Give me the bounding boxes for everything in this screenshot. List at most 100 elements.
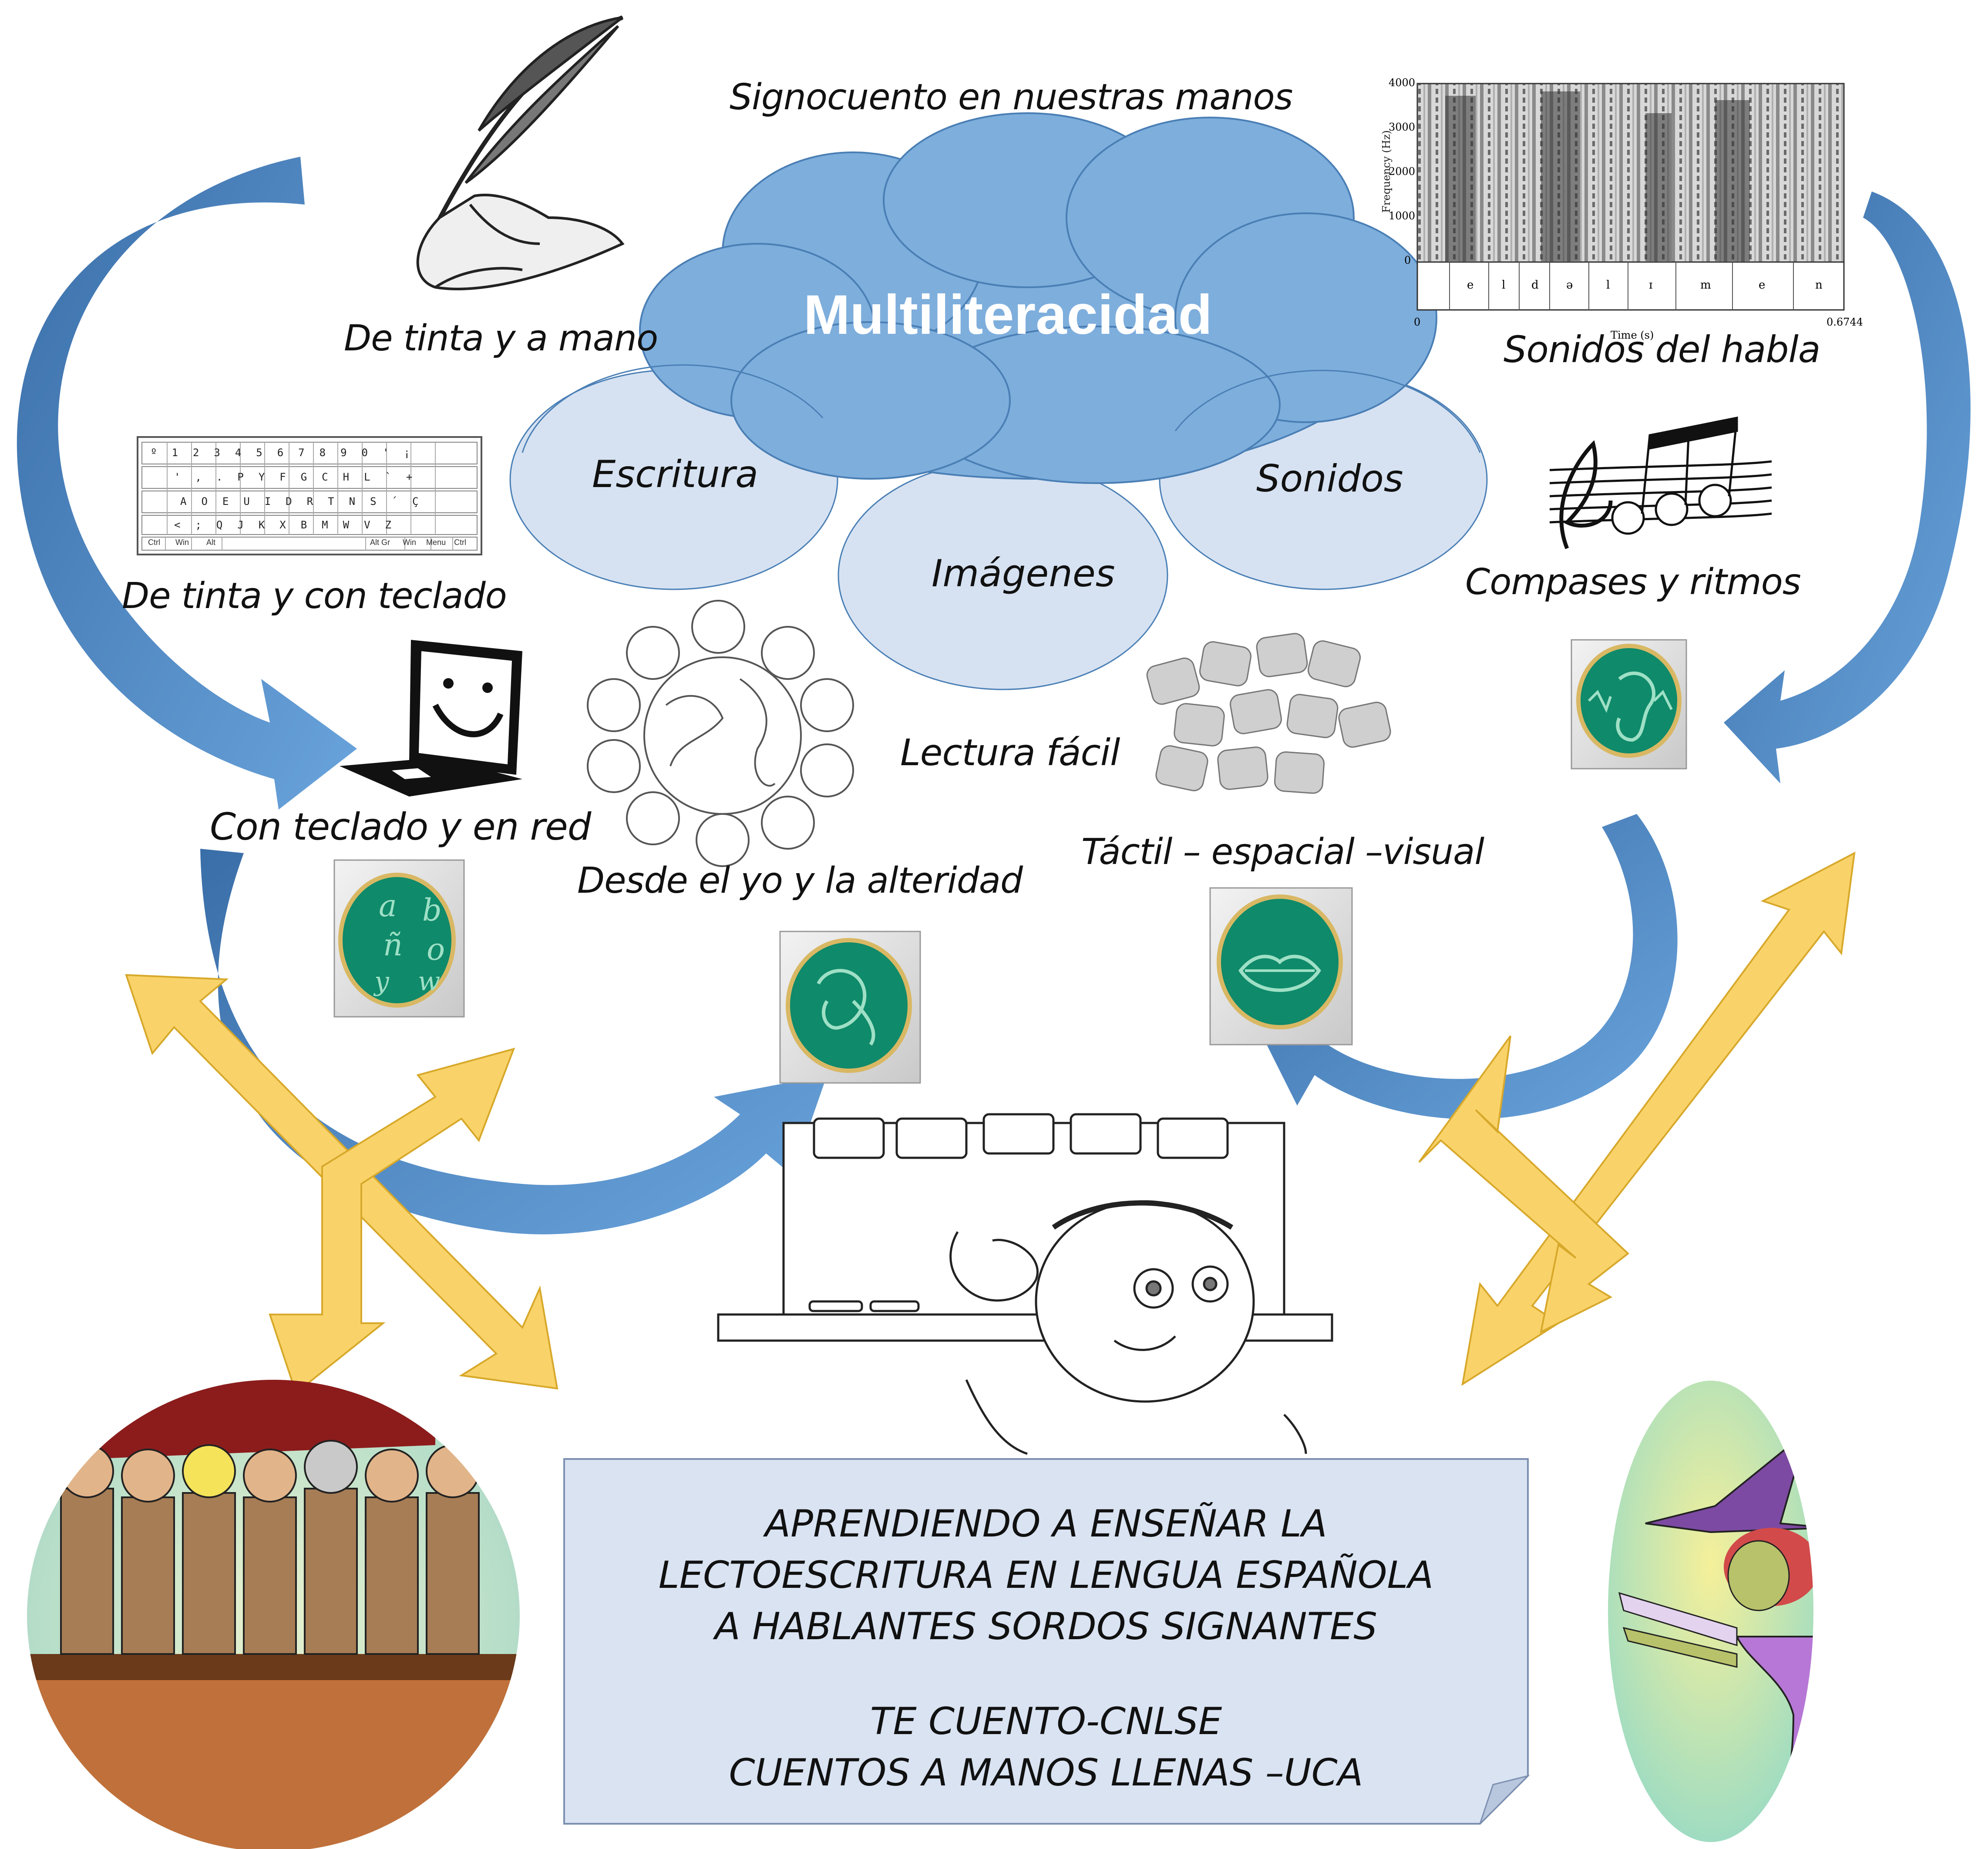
key-label: O (201, 495, 222, 508)
key-label: U (243, 495, 265, 508)
keyboard-row-3: AOEUIDRTNS´Ç (180, 495, 433, 508)
key-label: < (174, 519, 195, 531)
spectrogram-x-label: Time (s) (1611, 329, 1654, 341)
label-compases: Compases y ritmos (1465, 561, 1801, 603)
caption-line: APRENDIENDO A ENSEÑAR LA (765, 1502, 1327, 1546)
spectrogram-x-tick: 0 (1414, 316, 1421, 328)
sign-tiles-illustration (1146, 633, 1391, 794)
subtitle-text: Signocuento en nuestras manos (730, 77, 1293, 118)
key-label: ; (195, 519, 216, 531)
key-label: H (343, 471, 364, 483)
caption-line: A HABLANTES SORDOS SIGNANTES (715, 1605, 1377, 1648)
key-label: Ctrl (148, 538, 160, 547)
caption-box (563, 1458, 1530, 1825)
letters-tile-glyph: b (422, 892, 442, 928)
witch-illustration (1608, 1381, 1813, 1842)
letters-tile-glyph: ñ (383, 927, 403, 963)
quill-hand-illustration (416, 15, 625, 290)
key-label: X (279, 519, 301, 531)
key-label: T (328, 495, 349, 508)
key-label: A (180, 495, 202, 508)
keyboard-row-2: ',.PYFGCHL`+ (174, 471, 427, 483)
label-lectura-facil: Lectura fácil (900, 731, 1120, 774)
key-label: V (364, 519, 385, 531)
label-sonidos-habla: Sonidos del habla (1504, 328, 1820, 371)
keyboard-bottom-left: Ctrl Win Alt (148, 538, 215, 547)
key-label: Ç (412, 495, 434, 508)
caption-text: APRENDIENDO A ENSEÑAR LA LECTOESCRITURA … (564, 1459, 1528, 1824)
blue-arrow-bottom-right (1262, 814, 1678, 1119)
spectrogram-phoneme: d (1531, 279, 1539, 292)
key-label: M (322, 519, 343, 531)
letters-tile-glyph: w (418, 966, 441, 997)
key-label: Q (216, 519, 238, 531)
laptop-illustration (340, 640, 522, 797)
spectrogram-phoneme: l (1502, 279, 1506, 292)
keyboard-illustration (137, 436, 482, 555)
spectrogram-y-tick: 4000 (1389, 77, 1416, 89)
spectrogram-phoneme: m (1700, 279, 1711, 292)
label-tinta-mano: De tinta y a mano (344, 318, 658, 359)
cloud-title: Multiliteracidad (804, 284, 1212, 346)
key-label: 8 (319, 447, 341, 459)
key-label: E (222, 495, 244, 508)
key-label: 6 (277, 447, 299, 459)
spectrogram-phoneme: e (1759, 279, 1766, 292)
key-label: 9 (340, 447, 362, 459)
key-label: Z (385, 519, 406, 531)
spectrogram-phoneme: l (1606, 279, 1610, 292)
key-label: G (300, 471, 322, 483)
key-label: Alt (206, 538, 216, 547)
cloud-shape (639, 112, 1437, 484)
caption-line: TE CUENTO-CNLSE (870, 1700, 1222, 1743)
letters-tile-glyph: y (374, 966, 389, 997)
key-label: 7 (298, 447, 320, 459)
spectrogram-phoneme: n (1815, 279, 1823, 292)
yellow-arrow-right (1418, 851, 1856, 1386)
keyboard-bottom-right: Alt Gr Win Menu Ctrl (370, 538, 466, 547)
key-label: N (349, 495, 370, 508)
key-label: ' (174, 471, 195, 483)
key-label: Win (175, 538, 189, 547)
bubble-label-imagenes: Imágenes (932, 552, 1115, 595)
spectrogram-x-tick: 0.6744 (1827, 316, 1863, 328)
spectrogram-y-tick: 1000 (1389, 210, 1416, 222)
music-notes-illustration (1549, 416, 1772, 549)
key-label: + (406, 471, 427, 483)
key-label: 0 (361, 447, 383, 459)
bubble-overlap (521, 364, 1481, 453)
bubbles-group (509, 369, 1488, 690)
key-label: Menu (426, 538, 446, 547)
label-teclado-red: Con teclado y en red (210, 805, 591, 849)
pirates-illustration (27, 1380, 520, 1849)
globe-children-illustration (587, 600, 854, 867)
spectrogram-y-tick: 2000 (1389, 165, 1416, 178)
blue-arrow-left-top (17, 157, 357, 810)
key-label: º (151, 447, 172, 459)
key-label: C (322, 471, 343, 483)
bubble-label-escritura: Escritura (592, 453, 758, 496)
key-label: 1 (172, 447, 193, 459)
key-label: S (370, 495, 391, 508)
key-label: F (279, 471, 301, 483)
spectrogram-phoneme: ə (1566, 279, 1573, 292)
yellow-arrow-left (125, 974, 558, 1395)
key-label: , (195, 471, 216, 483)
letters-tile-glyph: a (379, 888, 397, 924)
key-label: K (258, 519, 280, 531)
key-label: L (364, 471, 385, 483)
blue-arrow-bottom-left (200, 849, 827, 1234)
key-label: 3 (214, 447, 235, 459)
spectrogram-phoneme: ɪ (1649, 279, 1653, 292)
letters-tile-glyph: o (427, 931, 445, 967)
key-label: ' (382, 447, 404, 459)
key-label: 5 (256, 447, 277, 459)
spectrogram-y-tick: 0 (1404, 254, 1411, 266)
key-label: Y (258, 471, 280, 483)
key-label: 2 (192, 447, 214, 459)
key-label: Ctrl (454, 538, 467, 547)
caption-line: CUENTOS A MANOS LLENAS –UCA (729, 1751, 1363, 1795)
keyboard-row-1: º1234567890'¡ (151, 447, 425, 459)
